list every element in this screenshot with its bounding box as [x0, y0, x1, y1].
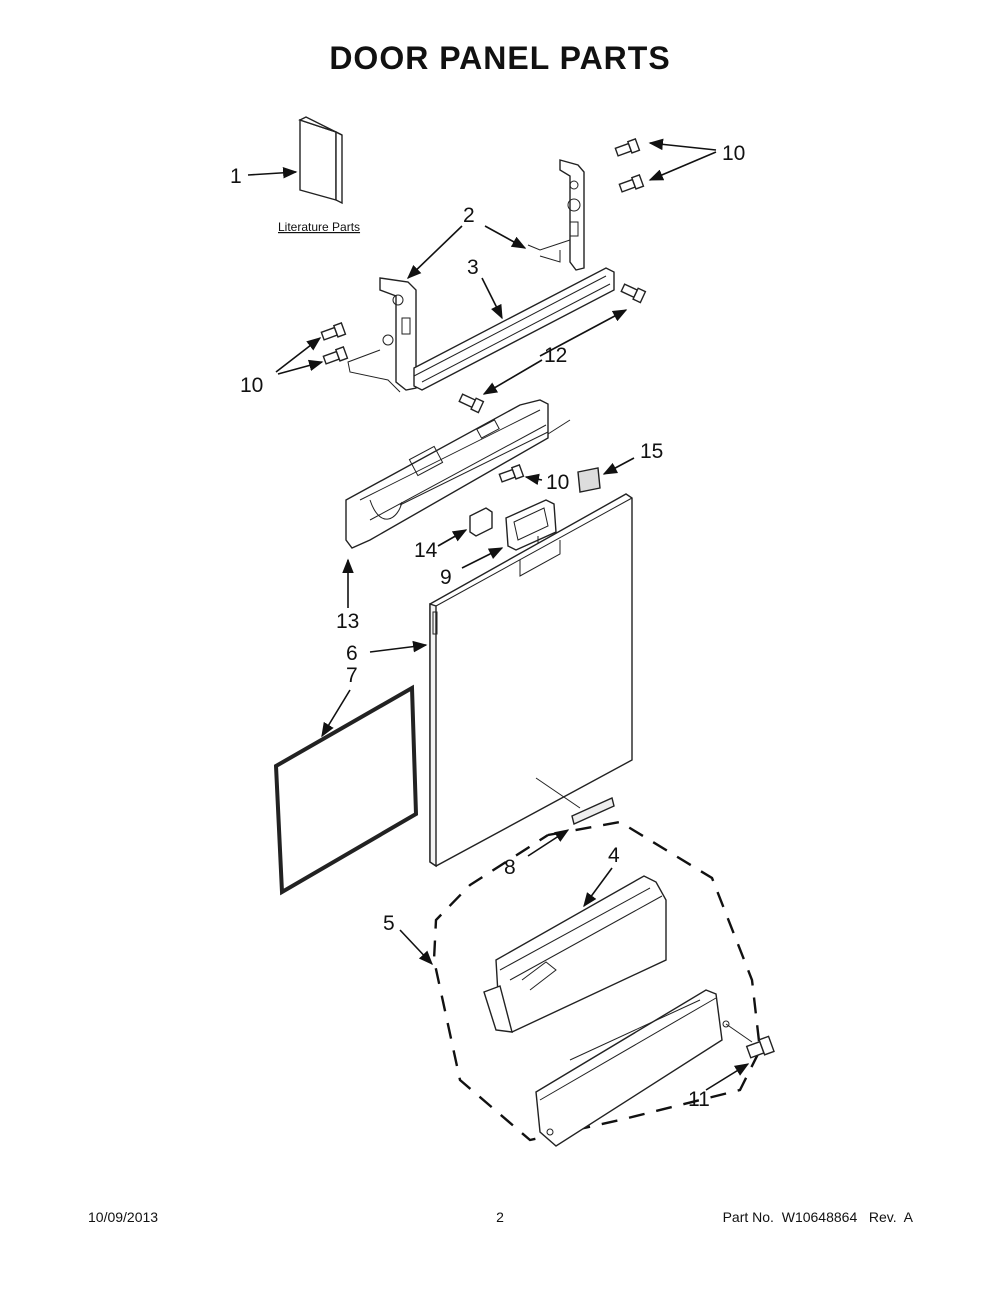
literature-booklet-part [298, 116, 343, 205]
left-mounting-bracket-part [347, 277, 417, 393]
footer-part-number: Part No. W10648864 Rev. A [722, 1209, 913, 1225]
control-console-part [345, 399, 571, 549]
support-rail-part [413, 267, 615, 391]
callout-1: 1 [230, 165, 242, 188]
callout-10a: 10 [722, 142, 745, 165]
callout-7: 7 [346, 664, 358, 687]
callout-4: 4 [608, 844, 620, 867]
callout-14: 14 [414, 539, 438, 562]
leader-2b [484, 225, 527, 249]
leader-14 [437, 529, 468, 547]
callout-6: 6 [346, 642, 358, 665]
assembly-boundary [432, 820, 762, 1142]
leader-10a [648, 138, 717, 151]
toe-panel-part [483, 875, 667, 1033]
clip-part [469, 507, 493, 537]
leader-10c [524, 473, 543, 486]
leader-11 [705, 1063, 750, 1091]
leader-10b2 [277, 359, 324, 375]
door-panel-part [429, 493, 633, 868]
insulation-panel-part [273, 684, 419, 896]
leader-10a2 [648, 151, 717, 181]
label-part [577, 467, 601, 493]
bumper-part [745, 1035, 775, 1059]
literature-parts-label: Literature Parts [278, 220, 360, 234]
leader-1 [247, 167, 298, 179]
leader-8 [527, 829, 570, 857]
footer-date: 10/09/2013 [88, 1209, 159, 1225]
callout-10b: 10 [240, 374, 263, 397]
leader-5 [399, 929, 433, 966]
footer-page-number: 2 [496, 1209, 504, 1225]
leader-15 [602, 457, 635, 475]
callout-13: 13 [336, 610, 359, 633]
right-mounting-bracket-part [527, 159, 585, 271]
callout-11: 11 [688, 1088, 710, 1111]
callout-15: 15 [640, 440, 663, 463]
page-title: DOOR PANEL PARTS [329, 40, 671, 76]
leader-2a [406, 225, 463, 279]
callout-9: 9 [440, 566, 452, 589]
door-handle-part [505, 499, 557, 556]
leader-10b [275, 337, 322, 373]
kick-plate-part [535, 989, 730, 1147]
callout-10c: 10 [546, 471, 569, 494]
callout-12: 12 [544, 344, 567, 367]
leader-6 [369, 640, 428, 653]
leader-9 [461, 547, 504, 569]
leader-12a [539, 309, 628, 357]
leader-12b [482, 359, 543, 395]
screw-part [320, 138, 647, 483]
callout-3: 3 [467, 256, 479, 279]
callout-5: 5 [383, 912, 395, 935]
leader-4 [583, 867, 613, 908]
leader-7 [321, 689, 351, 738]
callout-2: 2 [463, 204, 475, 227]
callout-8: 8 [504, 856, 516, 879]
leader-3 [481, 277, 503, 320]
